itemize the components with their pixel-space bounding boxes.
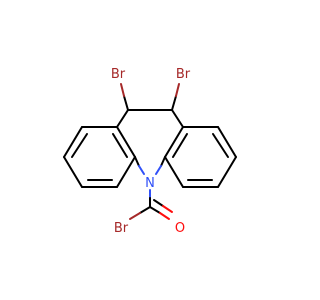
bond-right-ring-2 [217,126,237,158]
molecule-structure-diagram: Br Br N Br O [0,0,300,300]
bond-carbonyl-br-carbon-half [139,206,151,214]
bond-c10-c9a [116,109,129,128]
bond-left-ring-double-1 [71,133,88,158]
bond-c10-br-carbon-half [123,95,129,111]
bond-left-ring-2 [63,126,83,158]
atom-label-oxygen: O [175,221,185,236]
bond-c5a-n-carbon-half [160,156,166,167]
bond-c4a-n-nitrogen-half [138,165,145,175]
atom-label-br-top-left: Br [111,67,126,82]
bond-c11-c11a [171,109,184,128]
background [0,0,300,300]
bond-c10-br-bromine-half [120,83,125,97]
bond-c4a-n-carbon-half [134,156,140,167]
bond-carbonyl-o-carbon-half-1 [149,206,161,214]
bond-right-ring-3 [217,156,237,188]
bond-left-ring-double-3 [112,133,128,158]
bond-carbonyl-br-bromine-half [129,212,141,220]
bond-right-ring-5 [164,156,184,188]
bond-c11-br-bromine-half [175,83,180,97]
bond-carbonyl-o-oxygen-half-1 [159,212,170,220]
atom-labels: Br Br N Br O [111,67,191,236]
bond-carbonyl-o-carbon-half-2 [153,199,164,207]
bond-right-ring-double-1 [212,133,229,158]
atom-label-br-acyl: Br [114,221,129,236]
atom-label-nitrogen: N [145,176,155,191]
bond-left-ring-3 [63,156,83,188]
bond-carbonyl-o-oxygen-half-2 [162,205,173,213]
bond-right-ring-6 [164,126,184,158]
bond-left-ring-5 [116,156,136,188]
bond-right-ring-double-3 [172,133,188,158]
bond-left-ring-6 [116,126,136,158]
atom-label-br-top-right: Br [176,67,191,82]
bond-c11-br-carbon-half [171,95,177,111]
bond-c5a-n-nitrogen-half [155,165,162,175]
carbon-bonds [63,109,237,188]
heteroatom-bonds [120,83,180,220]
